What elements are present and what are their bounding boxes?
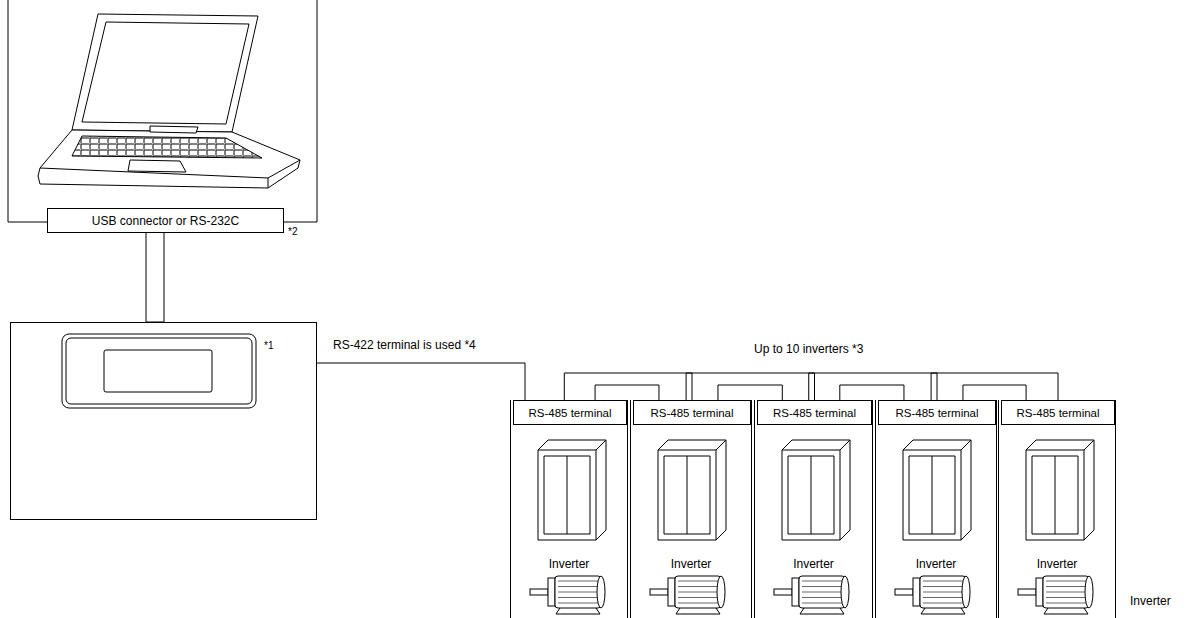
caption-label: Inverter — [1128, 594, 1173, 608]
cable — [146, 233, 164, 322]
node-label: USB connector or RS-232C — [92, 214, 239, 228]
inverter-illustration — [1026, 440, 1094, 540]
motor-illustration — [895, 576, 970, 614]
connector — [317, 363, 525, 400]
inverter-enclosure: RS-485 terminalInverter — [754, 400, 873, 618]
cable-wire — [718, 385, 782, 400]
node-label: Inverter — [793, 557, 834, 571]
node-label: RS-485 terminal — [773, 406, 856, 420]
inverter-enclosure: RS-485 terminalInverter — [875, 400, 997, 618]
inverter-illustration — [538, 440, 606, 540]
connector — [686, 373, 814, 400]
inverter-illustration — [903, 440, 971, 540]
inverter-illustration — [658, 440, 726, 540]
edge-label: RS-422 terminal is used *4 — [331, 338, 478, 352]
node-label: Inverter — [671, 557, 712, 571]
laptop-illustration — [38, 14, 300, 188]
pc-frame — [8, 0, 317, 222]
node-label: Inverter — [916, 557, 957, 571]
node-label: Inverter — [1037, 557, 1078, 571]
inverter-enclosure: RS-485 terminalInverter — [510, 400, 628, 618]
terminal-box: RS-485 terminal — [633, 400, 751, 425]
terminal-box: RS-485 terminal — [878, 400, 996, 425]
cable-wire — [595, 385, 659, 400]
node-label: RS-485 terminal — [895, 406, 978, 420]
connector — [931, 373, 1058, 400]
callout-number: *2 — [288, 225, 297, 239]
motor-illustration — [1018, 576, 1093, 614]
connector-box: USB connector or RS-232C*2 — [47, 208, 284, 233]
node-label: RS-485 terminal — [650, 406, 733, 420]
inverter-enclosure: RS-485 terminalInverter — [998, 400, 1116, 618]
cable-wire — [963, 385, 1026, 400]
terminal-box: RS-485 terminal — [513, 400, 627, 425]
connector — [809, 373, 937, 400]
callout-number: *1 — [264, 339, 273, 353]
node-label: RS-485 terminal — [1016, 406, 1099, 420]
node-label: Inverter — [549, 557, 590, 571]
terminal-box: RS-485 terminal — [1001, 400, 1115, 425]
terminal-box: RS-485 terminal — [757, 400, 872, 425]
note-label: Up to 10 inverters *3 — [752, 342, 865, 356]
node-label: RS-485 terminal — [528, 406, 611, 420]
got-frame: *1 — [10, 322, 317, 520]
inverter-enclosure: RS-485 terminalInverter — [630, 400, 752, 618]
inverter-illustration — [782, 440, 850, 540]
motor-illustration — [530, 576, 605, 614]
got-illustration — [62, 334, 256, 408]
motor-illustration — [774, 576, 849, 614]
motor-illustration — [650, 576, 725, 614]
connector — [564, 373, 692, 400]
cable-wire — [840, 385, 904, 400]
